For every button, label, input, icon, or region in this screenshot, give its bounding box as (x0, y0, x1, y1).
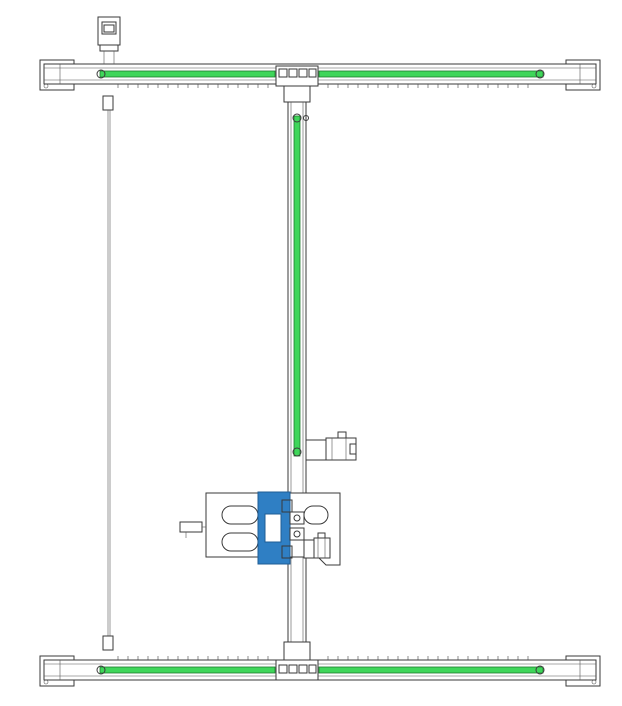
roller-block (289, 511, 305, 525)
tool-head-icon (179, 521, 203, 533)
top-left-belt (99, 70, 276, 78)
top-right-belt (318, 70, 544, 78)
work-carriage (179, 491, 341, 566)
motor-mount-bracket (303, 539, 315, 559)
y-axis-beam (287, 101, 309, 659)
motor-mount-bracket (305, 439, 327, 461)
pulley-icon (292, 447, 302, 457)
bottom-carriage-bracket (283, 641, 311, 661)
bearing-icon (288, 664, 298, 674)
top-drive-motor (97, 16, 121, 64)
bearing-icon (308, 68, 317, 78)
top-carriage-bracket (283, 85, 311, 103)
pulley-icon (535, 665, 545, 675)
bearing-icon (288, 68, 298, 78)
pulley-icon (292, 113, 302, 123)
servo-motor-icon (313, 537, 331, 559)
shaft-support-top (102, 95, 114, 111)
bottom-right-belt (318, 666, 544, 674)
bottom-left-belt (99, 666, 276, 674)
bearing-icon (293, 530, 301, 538)
y-beam-belt (293, 115, 301, 457)
servo-motor-icon (325, 437, 357, 461)
servo-motor-icon (97, 16, 121, 46)
top-x-rail (39, 59, 601, 103)
bottom-rack-teeth (117, 656, 529, 660)
bearing-icon (278, 664, 288, 674)
bolt-icon (303, 115, 309, 121)
pulley-icon (96, 665, 106, 675)
y-axis-motor (305, 431, 357, 461)
bottom-x-rail (39, 641, 601, 687)
shaft-support-bottom (102, 635, 114, 651)
bearing-icon (278, 68, 288, 78)
bearing-icon (293, 514, 301, 522)
bearing-icon (298, 664, 308, 674)
left-guide-shaft (102, 95, 114, 651)
roller-block (289, 527, 305, 541)
top-rack-teeth (117, 84, 529, 88)
slide-block-window (264, 513, 282, 543)
bearing-icon (298, 68, 308, 78)
bearing-icon (308, 664, 317, 674)
pulley-icon (535, 69, 545, 79)
pulley-icon (96, 69, 106, 79)
